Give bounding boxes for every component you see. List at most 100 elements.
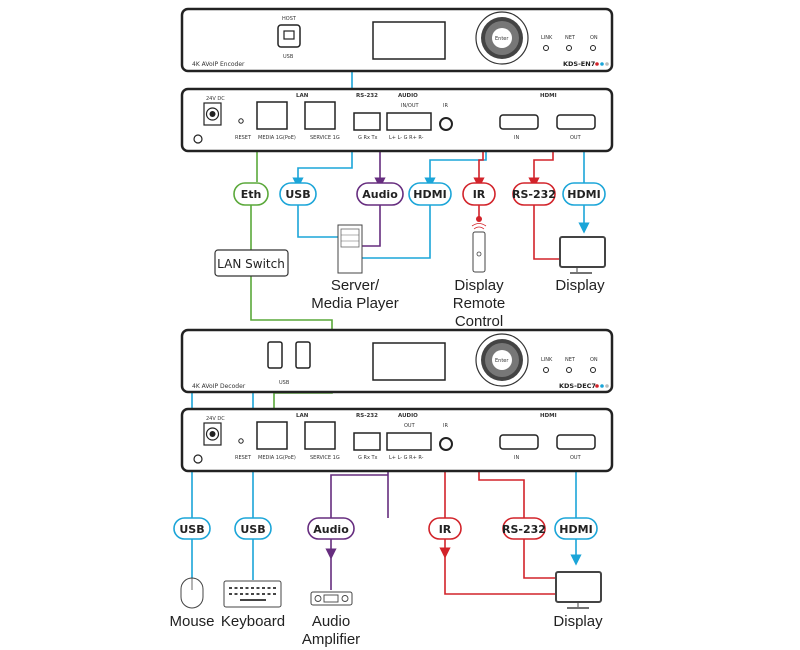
led-on [590, 45, 596, 51]
pill-eth: Eth [233, 182, 269, 206]
decoder-audio-terminal[interactable] [386, 432, 432, 451]
decoder-device-name: 4K AVoIP Decoder [192, 383, 246, 390]
ir-label: IR [443, 103, 448, 109]
remote-control-icon [471, 223, 487, 273]
led-on-label: ON [590, 35, 598, 41]
wire-audio-server [362, 205, 381, 247]
decoder-audio-section-label: AUDIO [398, 413, 418, 419]
display-icon-bottom [555, 571, 602, 609]
svg-text:Eth: Eth [241, 188, 262, 201]
decoder-hdmi-in-port[interactable] [499, 434, 539, 450]
usb-b-port[interactable] [277, 24, 301, 48]
encoder-front-panel: HOST USB 4K AVoIP Encoder Enter LINK NET… [180, 7, 614, 73]
wire-ir-display-2 [444, 556, 556, 595]
decoder-ir-label: IR [443, 423, 448, 429]
ir-port[interactable] [439, 117, 453, 131]
reset-button[interactable] [238, 118, 244, 124]
svg-text:HDMI: HDMI [559, 523, 592, 536]
encoder-rear-panel: 24V DC RESET LAN MEDIA 1G(PoE) SERVICE 1… [180, 87, 614, 153]
keyboard-icon [223, 580, 282, 608]
decoder-lan-port-media[interactable] [256, 421, 288, 450]
pill-audio-top: Audio [356, 182, 404, 206]
decoder-reset-button[interactable] [238, 438, 244, 444]
decoder-audio-mode-label: OUT [404, 423, 416, 429]
mouse-icon [180, 577, 204, 609]
decoder-hdmi-out-port[interactable] [556, 434, 596, 450]
pill-rs232-bottom: RS-232 [502, 517, 546, 540]
power-label: 24V DC [206, 96, 225, 102]
decoder-reset-label: RESET [235, 455, 252, 461]
decoder-hdmi-section-label: HDMI [540, 413, 557, 419]
usb-port-label: USB [283, 54, 294, 60]
wire-audio-amp-2 [330, 474, 388, 518]
encoder-device-name: 4K AVoIP Encoder [192, 61, 245, 68]
svg-text:Audio: Audio [362, 188, 398, 201]
svg-text:HDMI: HDMI [413, 188, 446, 201]
lan-service-label: SERVICE 1G [310, 135, 340, 141]
pill-ir-top: IR [462, 182, 496, 206]
decoder-hdmi-out-label: OUT [570, 455, 582, 461]
decoder-ground-icon [193, 454, 203, 464]
bottom-connection-pills: USB USB Audio IR RS-232 HDMI [173, 517, 598, 540]
audio-amplifier-icon [310, 591, 353, 606]
pill-ir-bottom: IR [428, 517, 462, 540]
audio-terminal[interactable] [386, 112, 432, 131]
wire-usb-server [297, 205, 338, 238]
decoder-led-net [566, 367, 572, 373]
decoder-usb-label: USB [279, 380, 290, 386]
remote-label-3: Control [455, 313, 503, 330]
server-icon [337, 224, 363, 274]
reset-label: RESET [235, 135, 252, 141]
pill-usb-mouse: USB [173, 517, 211, 540]
hdmi-in-port[interactable] [499, 114, 539, 130]
usb-a-port-2[interactable] [295, 341, 311, 369]
audio-pins-label: L+ L- G R+ R- [389, 135, 424, 141]
led-net [566, 45, 572, 51]
encoder-model: KDS-EN7 [563, 60, 595, 68]
rs232-section-label: RS-232 [356, 93, 378, 99]
svg-text:RS-232: RS-232 [502, 523, 546, 536]
display-icon-top [559, 236, 606, 274]
svg-text:HDMI: HDMI [567, 188, 600, 201]
decoder-enter-label[interactable]: Enter [495, 358, 509, 364]
led-net-label: NET [565, 35, 576, 41]
pill-audio-bottom: Audio [307, 517, 355, 540]
svg-text:Audio: Audio [313, 523, 349, 536]
remote-label-1: Display [454, 277, 504, 294]
lan-port-media[interactable] [256, 101, 288, 130]
audio-mode-label: IN/OUT [401, 103, 419, 109]
display-label-top: Display [555, 277, 605, 294]
pill-hdmi-bottom: HDMI [554, 517, 598, 540]
decoder-front-panel: USB 4K AVoIP Decoder Enter LINK NET ON K… [180, 328, 614, 394]
pill-usb-keyboard: USB [234, 517, 272, 540]
decoder-ir-port[interactable] [439, 437, 453, 451]
hdmi-out-port[interactable] [556, 114, 596, 130]
lan-section-label: LAN [296, 93, 309, 99]
decoder-rear-panel: 24V DC RESET LAN MEDIA 1G(PoE) SERVICE 1… [180, 407, 614, 473]
led-link [543, 45, 549, 51]
decoder-lan-port-service[interactable] [304, 421, 336, 450]
rs232-pins-label: G Rx Tx [358, 135, 378, 141]
hdmi-out-label: OUT [570, 135, 582, 141]
audio-section-label: AUDIO [398, 93, 418, 99]
svg-text:IR: IR [439, 523, 452, 536]
pill-hdmi-out: HDMI [562, 182, 606, 206]
server-label-1: Server/ [331, 277, 380, 294]
wire-hdmi-server [362, 205, 431, 259]
usb-host-label: HOST [282, 16, 297, 22]
decoder-led-link-label: LINK [541, 357, 553, 363]
usb-a-port-1[interactable] [267, 341, 283, 369]
decoder-lan-service-label: SERVICE 1G [310, 455, 340, 461]
amp-label-1: Audio [312, 613, 350, 630]
lan-port-service[interactable] [304, 101, 336, 130]
decoder-rs232-terminal[interactable] [353, 432, 381, 451]
svg-text:IR: IR [473, 188, 486, 201]
decoder-rs232-section-label: RS-232 [356, 413, 378, 419]
enter-button-label[interactable]: Enter [495, 36, 509, 42]
display-label-bottom: Display [553, 613, 603, 630]
pill-hdmi-in: HDMI [408, 182, 452, 206]
rs232-terminal[interactable] [353, 112, 381, 131]
decoder-model: KDS-DEC7 [559, 382, 596, 390]
wire-rs232-display [533, 205, 562, 260]
